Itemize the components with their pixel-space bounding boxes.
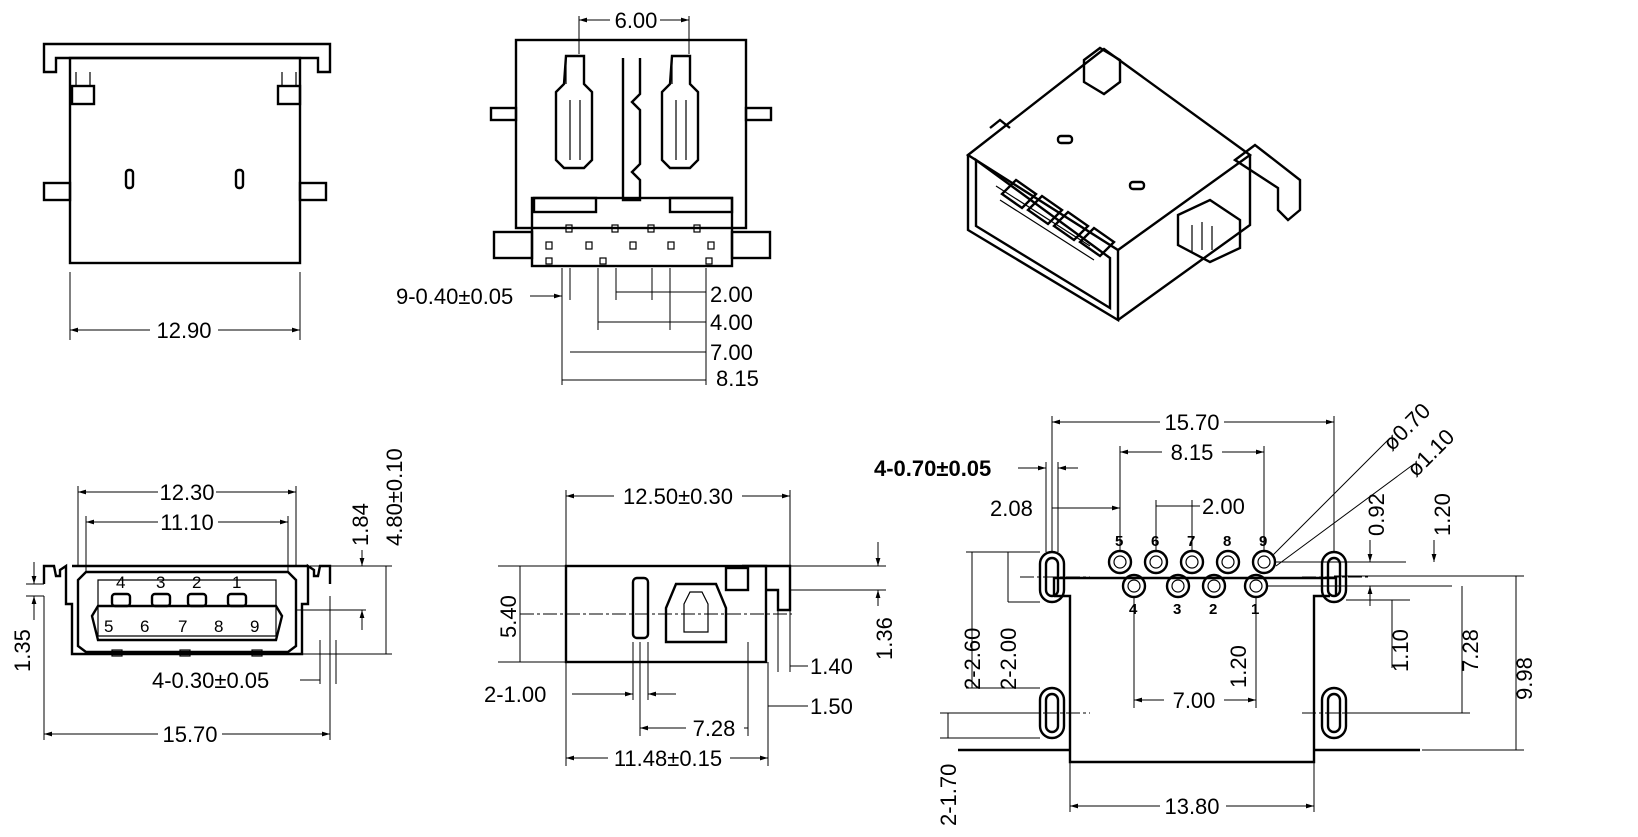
pcb-pin-6: 6: [1151, 533, 1159, 550]
pcb-v-c-label: 1.10: [1388, 629, 1413, 672]
pcb-layout: 5 6 7 8 9 4 3 2 1 15.70 8.15 4-0.70±0.05…: [874, 398, 1537, 826]
pcb-pin-3: 3: [1173, 601, 1181, 618]
top-height-label: 5.40: [496, 595, 521, 638]
front-overall-width-label: 15.70: [162, 722, 217, 747]
front-pin-2: 2: [192, 573, 201, 592]
pcb-slot-c-label: 2-1.70: [936, 764, 961, 826]
rear-d1-label: 2.00: [710, 282, 753, 307]
front-pin-7: 7: [178, 617, 187, 636]
pcb-pin-5: 5: [1115, 533, 1123, 550]
front-pin-6: 6: [140, 617, 149, 636]
pcb-pin-1: 1: [1251, 601, 1259, 618]
side-view: 12.90: [42, 42, 332, 343]
rear-d3-label: 7.00: [710, 340, 753, 365]
front-pin-5: 5: [104, 617, 113, 636]
front-opening-inner-label: 11.10: [160, 510, 213, 535]
pcb-row-gap-label: 0.92: [1364, 493, 1389, 536]
top-post-offset-label: 7.28: [693, 716, 736, 741]
front-pin-1: 1: [232, 573, 241, 592]
top-slot-width-label: 2-1.00: [484, 682, 546, 707]
pcb-v-d-label: 7.28: [1458, 629, 1483, 672]
pcb-pin-2: 2: [1209, 601, 1217, 618]
pcb-v-a-label: 1.20: [1430, 493, 1455, 536]
pcb-slot-a-label: 2-2.60: [960, 628, 985, 690]
pcb-v-e-label: 9.98: [1512, 657, 1537, 700]
rear-top-pitch-label: 6.00: [615, 8, 658, 33]
pcb-pin-span-label: 8.15: [1171, 440, 1214, 465]
pcb-pin-9: 9: [1259, 533, 1267, 550]
front-pin-9: 9: [250, 617, 259, 636]
front-view: 4 3 2 1 5 6 7 8 9 12.30 11.10 1.84 4.80±…: [10, 448, 407, 747]
top-overall-label: 11.48±0.15: [614, 746, 722, 771]
front-pin-3: 3: [156, 573, 165, 592]
rear-d2-label: 4.00: [710, 310, 753, 335]
pcb-v-b-label: 1.20: [1226, 645, 1251, 688]
front-height-a-label: 1.84: [348, 503, 373, 546]
isometric-view: [965, 46, 1302, 323]
top-post-to-edge-label: 1.50: [810, 694, 853, 719]
pcb-offset-a-label: 2.08: [990, 496, 1033, 521]
front-opening-outer-label: 12.30: [159, 480, 214, 505]
pcb-pin-row-span-label: 7.00: [1173, 688, 1216, 713]
front-contact-width-label: 4-0.30±0.05: [152, 668, 269, 693]
pcb-pin-7: 7: [1187, 533, 1195, 550]
rear-view: 6.00 9-0.40±0.05 2.00 4.00 7.00 8.15: [396, 8, 773, 391]
pcb-overall-width-label: 15.70: [1164, 410, 1219, 435]
rear-d4-label: 8.15: [716, 366, 759, 391]
top-view: 12.50±0.30 5.40 1.36 1.40 2-1.00 7.28 1.…: [484, 484, 897, 771]
pcb-pitch-label: 2.00: [1202, 494, 1245, 519]
front-left-offset-label: 1.35: [10, 629, 35, 672]
front-pin-8: 8: [214, 617, 223, 636]
side-width-label: 12.90: [156, 318, 211, 343]
top-tab-height-label: 1.36: [872, 617, 897, 660]
front-pin-4: 4: [116, 573, 125, 592]
pcb-slot-b-label: 2-2.00: [996, 628, 1021, 690]
rear-pin-width-label: 9-0.40±0.05: [396, 284, 513, 309]
pcb-peg-holes-label: 4-0.70±0.05: [874, 456, 991, 481]
top-body-length-label: 12.50±0.30: [623, 484, 733, 509]
top-tab-width-label: 1.40: [810, 654, 853, 679]
front-height-b-label: 4.80±0.10: [382, 448, 407, 546]
pcb-bottom-width-label: 13.80: [1164, 794, 1219, 819]
pcb-pin-8: 8: [1223, 533, 1231, 550]
